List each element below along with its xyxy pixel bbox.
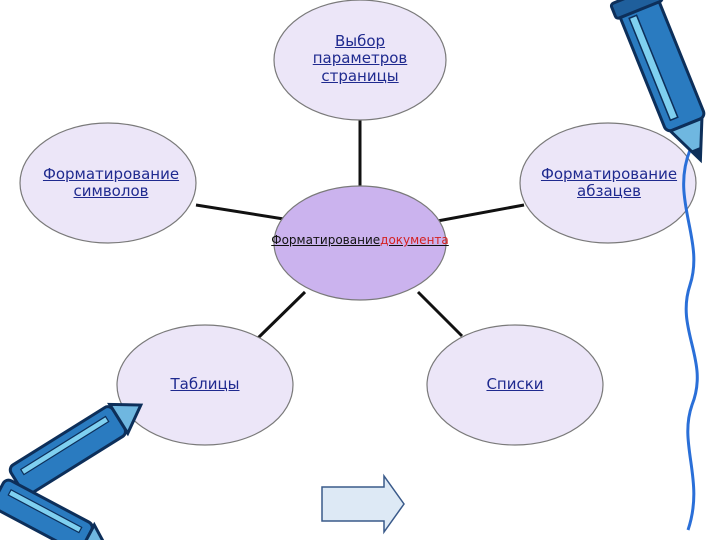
pencil-icon — [609, 0, 706, 164]
node-bottom-left — [116, 324, 294, 446]
nodes — [19, 0, 697, 446]
connector-bottom-right — [416, 290, 464, 338]
node-right — [519, 122, 697, 244]
node-top — [273, 0, 447, 121]
right-arrow-icon[interactable] — [321, 473, 405, 535]
pencils-icon — [0, 402, 144, 540]
connector-bottom-left — [256, 290, 307, 340]
decorative-vine — [682, 149, 699, 531]
node-bottom-right — [426, 324, 604, 446]
node-center — [273, 185, 447, 301]
connector-left — [195, 203, 291, 222]
node-left — [19, 122, 197, 244]
connector-right — [431, 203, 525, 224]
